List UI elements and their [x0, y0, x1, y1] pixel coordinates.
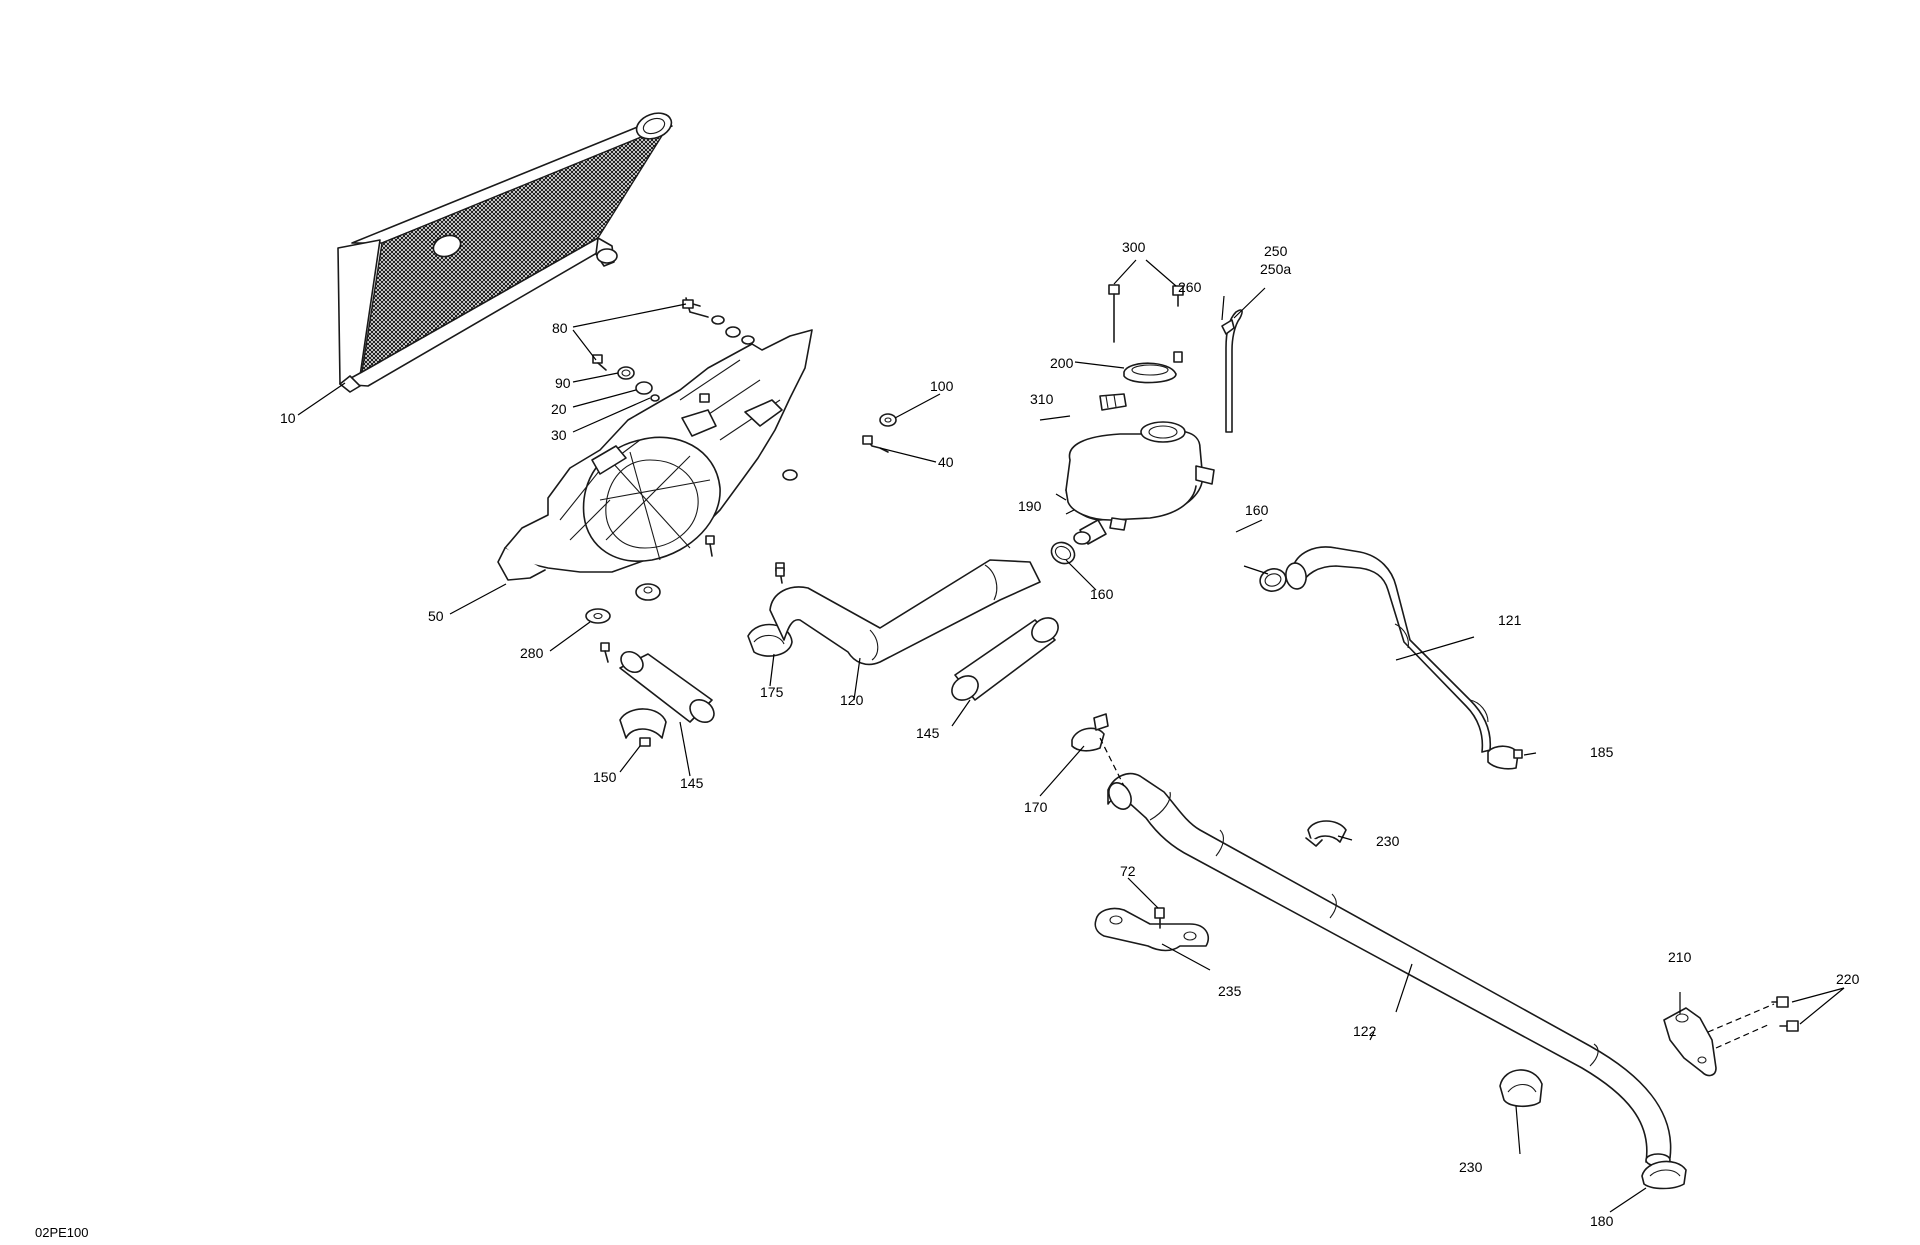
leader-lines: [297, 259, 1845, 1213]
clamp-230-lower: [1499, 1069, 1543, 1108]
callout-150: 150: [593, 769, 617, 785]
expansion-tank: [1065, 421, 1215, 545]
shroud-fasteners: [592, 297, 798, 584]
hose-121: [1285, 546, 1492, 753]
callout-30: 30: [551, 427, 567, 443]
callout-10: 10: [280, 410, 296, 426]
clip-310: [1099, 393, 1127, 411]
callout-90: 90: [555, 375, 571, 391]
callout-200: 200: [1050, 355, 1074, 371]
callout-40: 40: [938, 454, 954, 470]
callout-190: 190: [1018, 498, 1042, 514]
bolts-220: [1771, 996, 1799, 1032]
callout-250a: 250a: [1260, 261, 1291, 277]
callout-235: 235: [1218, 983, 1242, 999]
callout-180: 180: [1590, 1213, 1614, 1229]
callout-300: 300: [1122, 239, 1146, 255]
callout-121: 121: [1498, 612, 1522, 628]
callout-145-right: 145: [916, 725, 940, 741]
radiator: [337, 112, 673, 393]
hose-145-right: [951, 617, 1059, 701]
nut-and-bolt-100-40: [862, 413, 897, 453]
callout-230-upper: 230: [1376, 833, 1400, 849]
figure-reference: 02PE100: [35, 1225, 89, 1240]
callout-122: 122: [1353, 1023, 1377, 1039]
clamp-185: [1487, 745, 1523, 770]
callout-145-left: 145: [680, 775, 704, 791]
hose-145-left: [619, 650, 715, 724]
clamp-160-right: [1259, 568, 1287, 592]
callout-72: 72: [1120, 863, 1136, 879]
callout-100: 100: [930, 378, 954, 394]
pressure-cap-200: [1123, 362, 1177, 384]
clamp-180: [1641, 1160, 1687, 1190]
bolts-300: [1108, 284, 1184, 363]
callout-120: 120: [840, 692, 864, 708]
callout-185: 185: [1590, 744, 1614, 760]
clamp-170: [1071, 713, 1109, 752]
clamp-160-upper: [1050, 541, 1076, 565]
hose-122: [1107, 772, 1672, 1167]
callout-220: 220: [1836, 971, 1860, 987]
callout-80: 80: [552, 320, 568, 336]
hose-250: [1221, 309, 1243, 433]
callout-175: 175: [760, 684, 784, 700]
callout-160-left: 160: [1090, 586, 1114, 602]
callout-170: 170: [1024, 799, 1048, 815]
callout-230-lower: 230: [1459, 1159, 1483, 1175]
callout-280: 280: [520, 645, 544, 661]
callout-50: 50: [428, 608, 444, 624]
callout-250: 250: [1264, 243, 1288, 259]
callout-20: 20: [551, 401, 567, 417]
fan-shroud: [497, 329, 813, 581]
clamp-150: [619, 708, 667, 747]
callout-260: 260: [1178, 279, 1202, 295]
clamp-230-upper: [1305, 820, 1347, 847]
callout-310: 310: [1030, 391, 1054, 407]
hose-120: [769, 559, 1041, 666]
bracket-235: [1094, 907, 1210, 952]
callout-210: 210: [1668, 949, 1692, 965]
grommets-280: [585, 583, 661, 663]
callout-160-right: 160: [1245, 502, 1269, 518]
callout-labels: 10 80 90 20 30 100 40 50 280 150 145 175…: [35, 239, 1860, 1240]
bracket-210: [1663, 1007, 1717, 1077]
